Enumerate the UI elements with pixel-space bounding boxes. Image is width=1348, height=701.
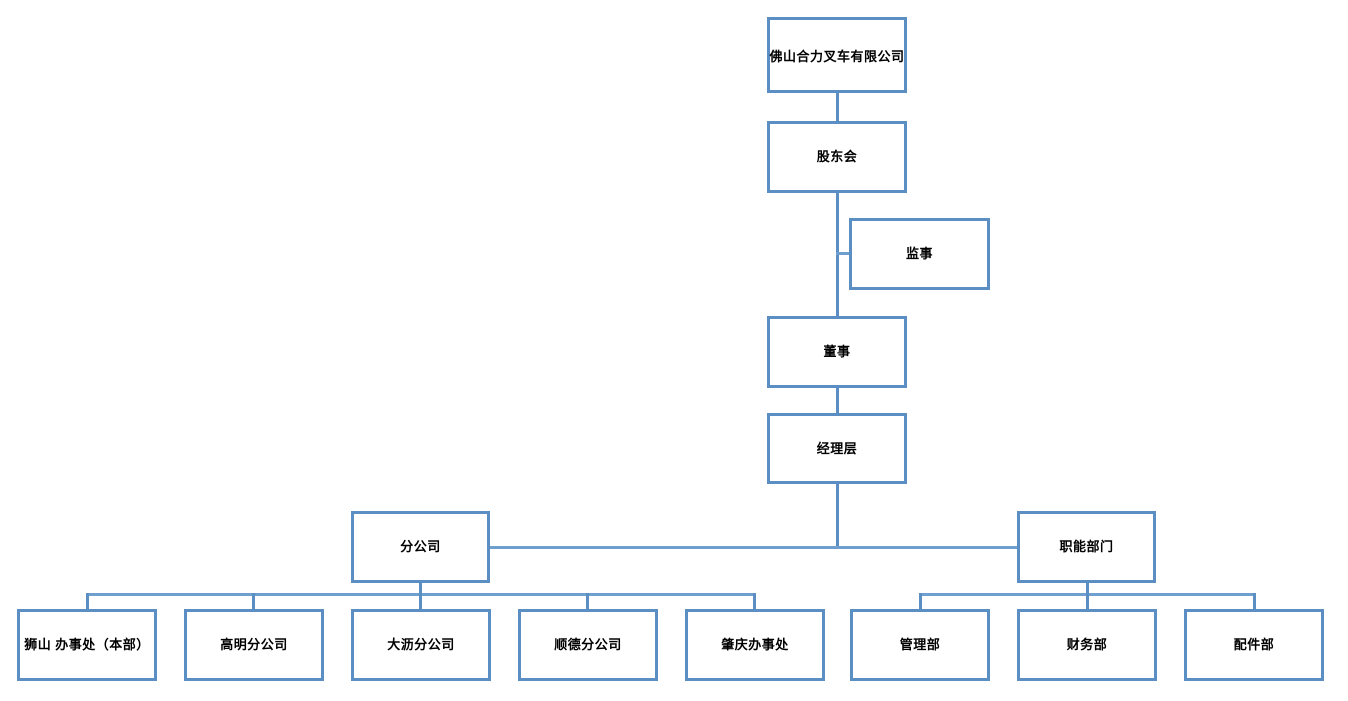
node-branch-group-label: 分公司 (400, 539, 441, 554)
node-branch-2[interactable]: 高明分公司 (184, 609, 324, 681)
connector-company-to-shareholders (836, 93, 839, 121)
node-shareholders-label: 股东会 (816, 149, 858, 164)
node-supervisor[interactable]: 监事 (849, 218, 990, 290)
connector-branch-stub-3 (419, 593, 422, 610)
node-branch-1[interactable]: 狮山 办事处（本部） (17, 609, 157, 681)
node-shareholders[interactable]: 股东会 (767, 121, 907, 193)
node-branch-4[interactable]: 顺德分公司 (518, 609, 658, 681)
node-department-2-label: 财务部 (1066, 637, 1108, 652)
connector-branch-stub-2 (252, 593, 255, 610)
node-supervisor-label: 监事 (905, 246, 933, 261)
node-management-label: 经理层 (816, 441, 858, 456)
connector-function-stub-2 (1086, 593, 1089, 610)
node-director-label: 董事 (823, 344, 851, 359)
node-function-group-label: 职能部门 (1059, 539, 1114, 554)
node-branch-3[interactable]: 大沥分公司 (351, 609, 491, 681)
node-function-group[interactable]: 职能部门 (1017, 511, 1156, 583)
connector-branch-group-drop (419, 583, 422, 594)
node-department-3-label: 配件部 (1233, 637, 1275, 652)
node-department-3[interactable]: 配件部 (1184, 609, 1324, 681)
node-branch-1-label: 狮山 办事处（本部） (24, 637, 150, 652)
connector-function-stub-3 (1253, 593, 1256, 610)
connector-level-bar (490, 546, 1019, 549)
connector-branch-stub-4 (586, 593, 589, 610)
node-management[interactable]: 经理层 (767, 413, 907, 484)
node-department-1[interactable]: 管理部 (850, 609, 990, 681)
connector-trunk-to-supervisor (836, 252, 852, 255)
node-branch-3-label: 大沥分公司 (387, 637, 455, 652)
node-branch-group[interactable]: 分公司 (351, 511, 490, 583)
connector-function-group-drop (1086, 583, 1089, 594)
node-department-1-label: 管理部 (899, 637, 941, 652)
node-company-label: 佛山合力叉车有限公司 (769, 49, 905, 64)
node-company[interactable]: 佛山合力叉车有限公司 (767, 17, 907, 93)
node-director[interactable]: 董事 (767, 316, 907, 388)
connector-management-to-level-bar (836, 483, 839, 547)
node-branch-5-label: 肇庆办事处 (721, 637, 789, 652)
node-branch-2-label: 高明分公司 (220, 637, 288, 652)
connector-director-to-management (836, 387, 839, 414)
node-branch-5[interactable]: 肇庆办事处 (685, 609, 825, 681)
connector-function-stub-1 (919, 593, 922, 610)
connector-branch-stub-5 (753, 593, 756, 610)
node-branch-4-label: 顺德分公司 (554, 637, 622, 652)
node-department-2[interactable]: 财务部 (1017, 609, 1157, 681)
connector-branch-stub-1 (86, 593, 89, 610)
